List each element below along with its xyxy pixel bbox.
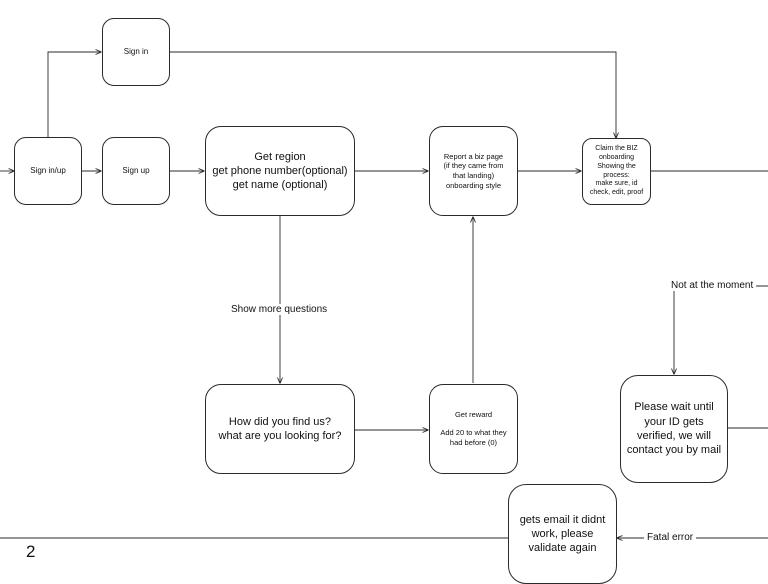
node-get-reward-body: Add 20 to what they had before (0) bbox=[440, 428, 507, 447]
node-sign-up-text: Sign up bbox=[122, 165, 150, 175]
node-how-find: How did you find us? what are you lookin… bbox=[205, 384, 355, 474]
edge-label-fatal-error: Fatal error bbox=[644, 532, 697, 543]
node-get-region: Get region get phone number(optional) ge… bbox=[205, 126, 355, 216]
node-please-wait-text: Please wait until your ID gets verified,… bbox=[626, 401, 722, 457]
node-sign-in-up-text: Sign in/up bbox=[30, 165, 66, 175]
node-sign-up: Sign up bbox=[102, 137, 170, 205]
node-please-wait: Please wait until your ID gets verified,… bbox=[620, 375, 728, 483]
edge-sign-in-up-to-sign-in bbox=[47, 52, 101, 137]
node-report-biz-text: Report a biz page (if they came from tha… bbox=[443, 151, 504, 190]
node-email-failed-text: gets email it didnt work, please validat… bbox=[519, 513, 606, 555]
edge-label-show-more: Show more questions bbox=[228, 304, 331, 315]
node-claim-biz-text: Claim the BIZ onboarding Showing the pro… bbox=[589, 145, 644, 196]
node-get-region-text: Get region get phone number(optional) ge… bbox=[212, 150, 348, 192]
node-get-reward: Get reward Add 20 to what they had befor… bbox=[429, 384, 518, 474]
node-sign-in: Sign in bbox=[102, 18, 170, 86]
page-number: 2 bbox=[26, 542, 36, 561]
node-report-biz: Report a biz page (if they came from tha… bbox=[429, 126, 518, 216]
node-sign-in-text: Sign in bbox=[123, 46, 149, 56]
node-sign-in-up: Sign in/up bbox=[14, 137, 82, 205]
edge-not-now-to-wait bbox=[674, 285, 768, 374]
node-how-find-text: How did you find us? what are you lookin… bbox=[218, 415, 342, 442]
node-claim-biz: Claim the BIZ onboarding Showing the pro… bbox=[582, 138, 651, 205]
edge-sign-in-to-claim bbox=[170, 51, 616, 138]
edge-label-not-now: Not at the moment bbox=[668, 280, 757, 291]
node-get-reward-title: Get reward bbox=[454, 410, 493, 420]
node-email-failed: gets email it didnt work, please validat… bbox=[508, 484, 617, 584]
